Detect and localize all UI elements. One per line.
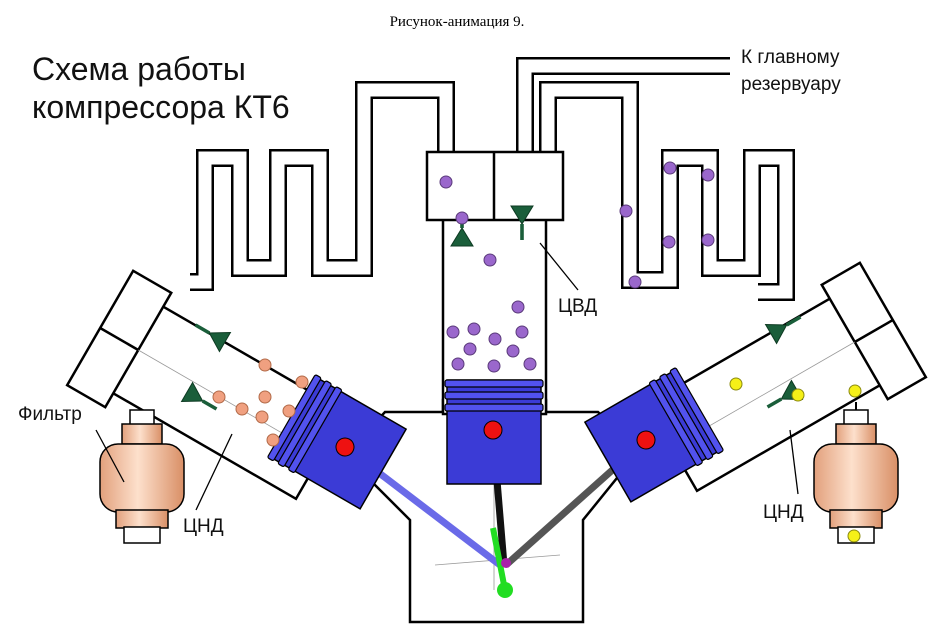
air-particle-icon <box>439 161 715 373</box>
label-lp-cylinder-left: ЦНД <box>183 516 224 537</box>
figure-caption: Рисунок-анимация 9. <box>390 14 525 30</box>
filter-left-icon <box>99 409 185 544</box>
pipe-right-cooler <box>539 81 795 301</box>
pipe-left-cooler <box>190 81 455 291</box>
diagram-title-line2: компрессора КТ6 <box>32 89 290 125</box>
crank-arm <box>490 527 508 591</box>
air-intake-left <box>212 358 309 447</box>
piston-center-icon <box>444 379 544 485</box>
diagram-title-line1: Схема работы <box>32 51 246 87</box>
label-hp-cylinder: ЦВД <box>558 296 597 317</box>
label-lp-cylinder-right: ЦНД <box>763 502 804 523</box>
label-filter: Фильтр <box>18 404 82 425</box>
pipe-to-reservoir <box>516 57 730 155</box>
air-intake-right <box>729 377 862 543</box>
label-to-reservoir-1: К главному <box>741 47 840 68</box>
crank-pin-icon <box>497 582 513 598</box>
piston-left-icon <box>267 374 408 510</box>
filter-right-icon <box>813 409 899 544</box>
label-to-reservoir-2: резервуару <box>741 74 841 95</box>
crank-center-icon <box>501 558 511 568</box>
piston-right-icon <box>583 367 724 503</box>
